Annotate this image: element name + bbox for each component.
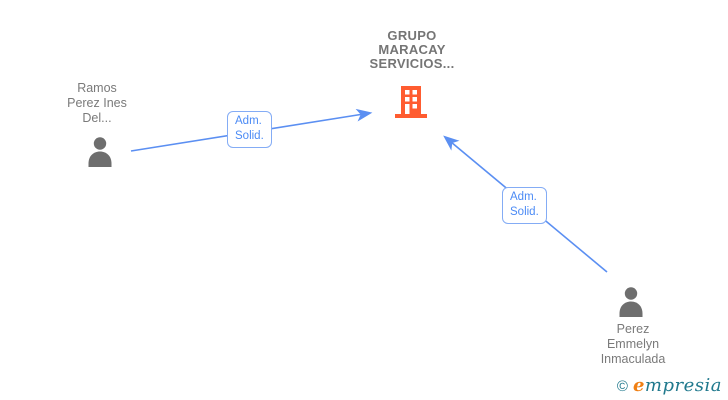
copyright-icon: © <box>616 378 628 395</box>
company-node-label[interactable]: GRUPO MARACAY SERVICIOS... <box>369 28 455 71</box>
person-node-label[interactable]: Perez Emmelyn Inmaculada <box>600 322 666 366</box>
person-icon[interactable] <box>86 136 114 172</box>
person-node-label[interactable]: Ramos Perez Ines Del... <box>67 81 127 125</box>
brand-logo-text: empresia <box>633 375 722 396</box>
edge-label[interactable]: Adm. Solid. <box>227 111 272 148</box>
brand-rest: mpresia <box>644 375 722 396</box>
edge-label[interactable]: Adm. Solid. <box>502 187 547 224</box>
empresia-watermark[interactable]: © empresia <box>617 375 722 396</box>
person-icon[interactable] <box>617 286 645 322</box>
brand-initial: e <box>632 375 645 396</box>
building-icon[interactable] <box>394 85 428 124</box>
